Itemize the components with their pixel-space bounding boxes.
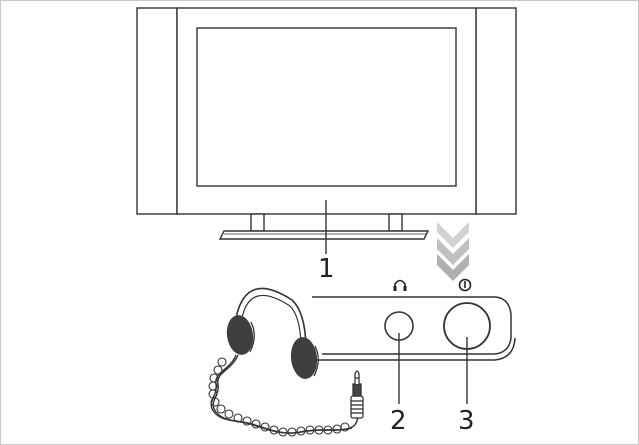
tv-right-speaker <box>475 7 517 215</box>
cable-coils <box>208 357 350 437</box>
tv-screen <box>196 27 457 187</box>
arrow-down-icon <box>437 222 469 281</box>
left-ear-cushion <box>226 315 254 355</box>
headphone-cable <box>210 354 359 434</box>
headphone-icon <box>393 279 407 291</box>
right-ear-cushion <box>290 337 318 379</box>
callout-label-headphone-jack: 2 <box>390 406 407 436</box>
tv-left-speaker <box>136 7 178 215</box>
control-panel <box>312 296 516 361</box>
tv-stand-neck-right <box>388 213 403 232</box>
tv-stand-neck-left <box>250 213 265 232</box>
tv-stand-base <box>218 230 430 240</box>
headphone-plug <box>350 370 364 419</box>
callout-label-tv: 1 <box>318 254 335 284</box>
power-icon <box>458 278 472 292</box>
tv <box>136 7 517 240</box>
headphones <box>226 287 319 379</box>
callout-label-power-button: 3 <box>458 406 475 436</box>
